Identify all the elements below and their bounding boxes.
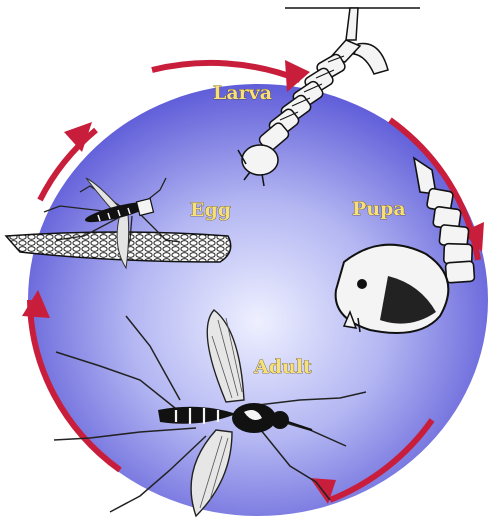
stage-label-egg: Egg [190,199,231,221]
stage-label-larva: Larva [213,82,272,104]
stage-label-pupa: Pupa [352,198,406,220]
stage-label-adult: Adult [253,356,312,378]
